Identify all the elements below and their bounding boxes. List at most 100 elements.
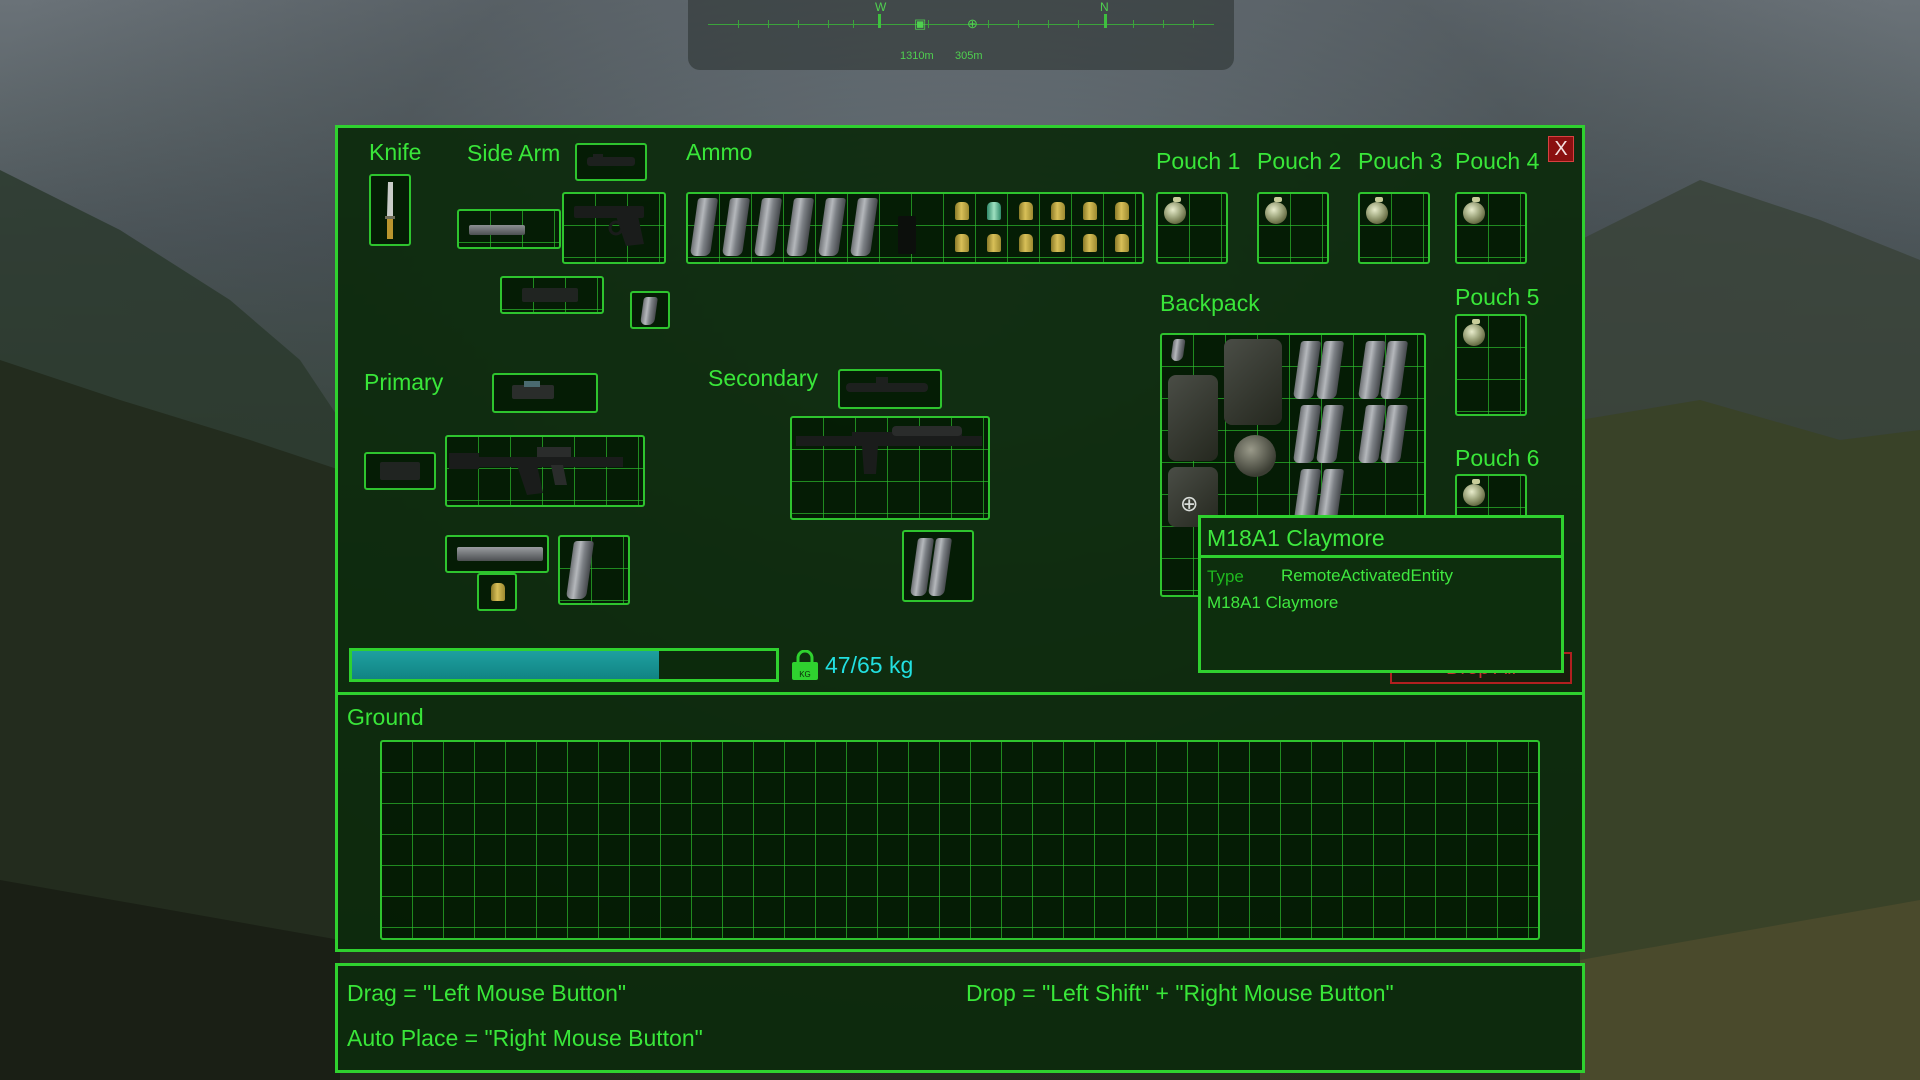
ammo-round-icon	[1115, 234, 1129, 252]
pistol-magazine-icon	[640, 297, 658, 325]
sidearm-muzzle-slot[interactable]	[457, 209, 561, 249]
pouch1-grid[interactable]	[1156, 192, 1228, 264]
grenade-launcher-icon	[457, 547, 543, 561]
rifle-magazine-icon	[1315, 341, 1345, 399]
auto-place-hint: Auto Place = "Right Mouse Button"	[347, 1025, 703, 1051]
secondary-mag-slot[interactable]	[902, 530, 974, 602]
compass-tick	[1133, 20, 1134, 28]
tooltip-description: M18A1 Claymore	[1207, 593, 1339, 612]
pouch5-grid[interactable]	[1455, 314, 1527, 416]
pouch6-label: Pouch 6	[1455, 445, 1540, 471]
compass-bar: W N ▣ ⊕ 1310m 305m	[688, 0, 1234, 70]
sidearm-light-slot[interactable]	[500, 276, 604, 314]
ammo-round-icon	[1051, 234, 1065, 252]
assault-rifle-icon	[449, 447, 623, 495]
secondary-label: Secondary	[708, 365, 818, 391]
kg-weight-icon: KG	[792, 650, 818, 680]
tooltip-type-value: RemoteActivatedEntity	[1281, 566, 1453, 585]
compass-tick	[1163, 20, 1164, 28]
pouch6-grid[interactable]	[1455, 474, 1527, 518]
rifle-magazine-icon	[849, 198, 879, 256]
compass-tick	[1193, 20, 1194, 28]
primary-slot[interactable]	[445, 435, 645, 507]
primary-ammo-slot[interactable]	[477, 573, 517, 611]
svg-text:KG: KG	[799, 670, 811, 679]
primary-underbarrel-slot[interactable]	[445, 535, 549, 573]
compass-distance-1: 1310m	[900, 50, 934, 62]
ammo-round-icon	[1115, 202, 1129, 220]
hints-panel	[335, 963, 1585, 1073]
item-tooltip: M18A1 Claymore Type RemoteActivatedEntit…	[1198, 515, 1564, 673]
pouch2-grid[interactable]	[1257, 192, 1329, 264]
secondary-slot[interactable]	[790, 416, 990, 520]
sniper-rifle-icon	[796, 426, 982, 474]
ground-grid[interactable]	[380, 740, 1540, 940]
ammo-label: Ammo	[686, 139, 753, 165]
sidearm-slot[interactable]	[562, 192, 666, 264]
weight-bar	[349, 648, 779, 682]
primary-optic-slot[interactable]	[492, 373, 598, 413]
grenade-icon	[1265, 197, 1287, 224]
armor-plate-icon	[1168, 375, 1218, 461]
compass-tick	[1048, 20, 1049, 28]
sidearm-mag-slot[interactable]	[630, 291, 670, 329]
armor-plate-icon	[1224, 339, 1282, 425]
close-button[interactable]: X	[1548, 136, 1574, 162]
pistol-magazine-icon	[1170, 339, 1186, 361]
compass-line	[708, 24, 1214, 25]
primary-mag-slot[interactable]	[558, 535, 630, 605]
suppressor-icon	[469, 225, 525, 235]
compass-tick-north	[1104, 14, 1107, 28]
pouch5-label: Pouch 5	[1455, 284, 1540, 310]
sidearm-optic-slot[interactable]	[575, 143, 647, 181]
compass-tick	[768, 20, 769, 28]
ammo-round-icon	[987, 202, 1001, 220]
primary-barrel-slot[interactable]	[364, 452, 436, 490]
grenade-icon	[1463, 197, 1485, 224]
secondary-optic-slot[interactable]	[838, 369, 942, 409]
weight-text: 47/65 kg	[825, 652, 914, 678]
compass-tick	[1018, 20, 1019, 28]
compass-tick	[853, 20, 854, 28]
knife-icon	[385, 182, 395, 239]
holo-sight-icon	[512, 381, 554, 399]
ammo-round-icon	[1019, 202, 1033, 220]
flashlight-icon	[380, 462, 420, 480]
drag-hint: Drag = "Left Mouse Button"	[347, 980, 627, 1006]
compass-north-label: N	[1100, 0, 1109, 14]
40mm-round-icon	[491, 583, 505, 601]
tooltip-title: M18A1 Claymore	[1201, 518, 1561, 558]
pouch2-label: Pouch 2	[1257, 148, 1342, 174]
compass-tick	[798, 20, 799, 28]
compass-tick	[928, 20, 929, 28]
rifle-magazine-icon	[1315, 405, 1345, 463]
drop-hint: Drop = "Left Shift" + "Right Mouse Butto…	[966, 980, 1394, 1006]
ammo-round-icon	[955, 202, 969, 220]
rifle-magazine-icon	[785, 198, 815, 256]
grenade-icon	[1366, 197, 1388, 224]
pistol-icon	[574, 206, 644, 246]
ammo-round-icon	[1083, 202, 1097, 220]
laser-module-icon	[522, 288, 578, 302]
side-arm-label: Side Arm	[467, 140, 561, 166]
rifle-magazine-icon	[689, 198, 719, 256]
waypoint-square-icon: ▣	[914, 16, 927, 31]
ammo-round-icon	[955, 234, 969, 252]
primary-label: Primary	[364, 369, 444, 395]
waypoint-crosshair-icon: ⊕	[967, 16, 978, 31]
ammo-grid[interactable]	[686, 192, 1144, 264]
ground-label: Ground	[347, 704, 424, 730]
ammo-round-icon	[987, 234, 1001, 252]
weight-bar-fill	[352, 651, 659, 679]
ammo-round-icon	[1051, 202, 1065, 220]
knife-label: Knife	[369, 139, 422, 165]
rifle-magazine-icon	[753, 198, 783, 256]
optic-icon	[587, 154, 635, 166]
pouch4-grid[interactable]	[1455, 192, 1527, 264]
pouch3-grid[interactable]	[1358, 192, 1430, 264]
compass-tick-west	[878, 14, 881, 28]
rifle-magazine-icon	[565, 541, 595, 599]
knife-slot[interactable]	[369, 174, 411, 246]
compass-distance-2: 305m	[955, 50, 983, 62]
landmine-icon	[1234, 435, 1276, 477]
